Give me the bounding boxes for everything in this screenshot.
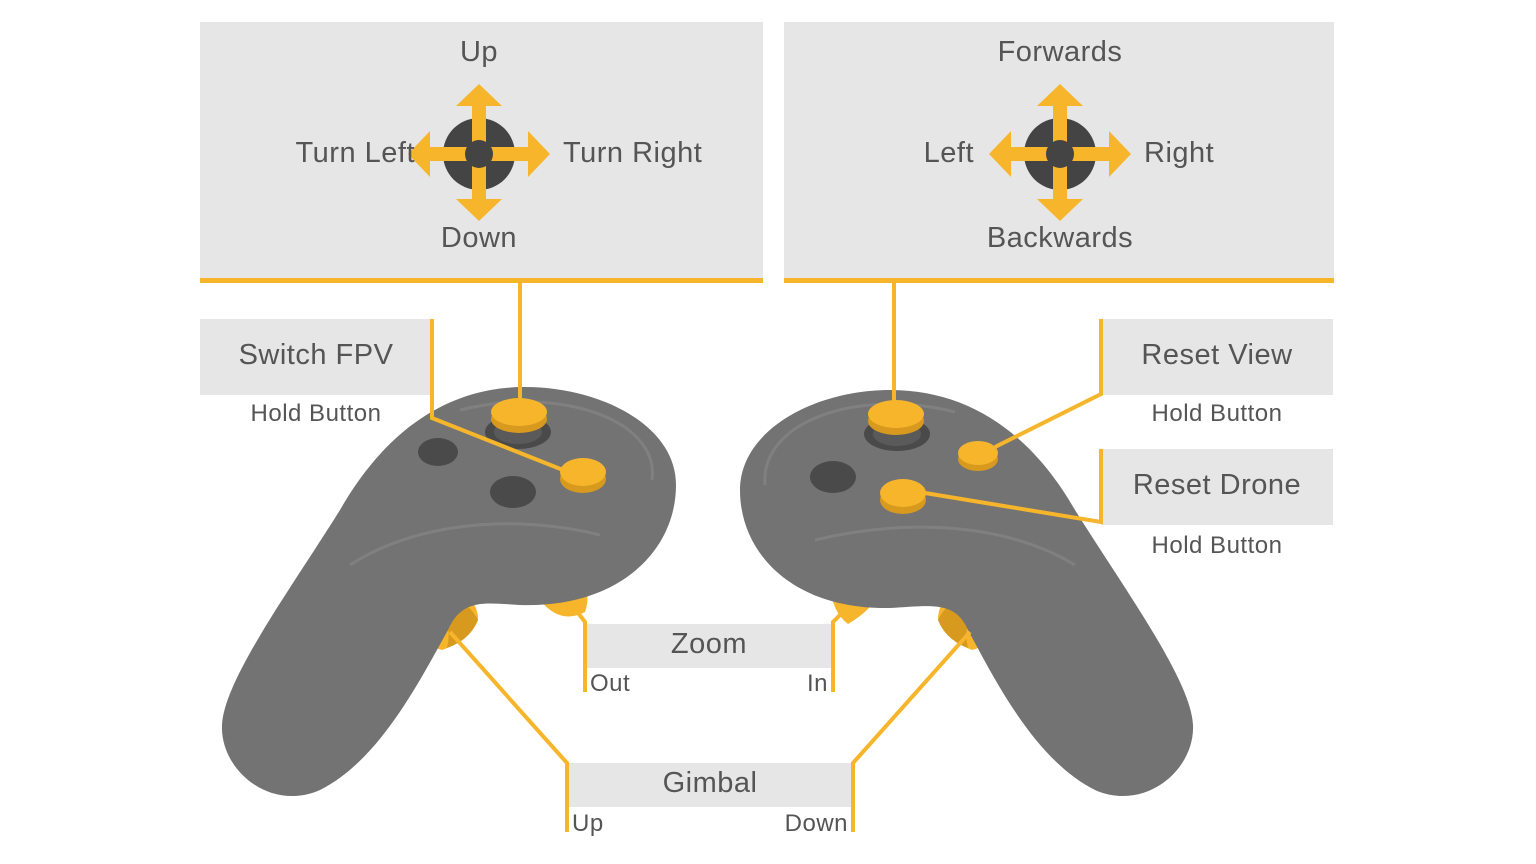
- left-small-button-2: [490, 476, 536, 508]
- switch-fpv-hint: Hold Button: [250, 400, 382, 427]
- zoom-out-leader: [570, 603, 587, 692]
- left-stick-right-label: Turn Right: [563, 137, 703, 169]
- reset-drone-leader: [924, 449, 1103, 525]
- right-stick-left-label: Left: [923, 137, 974, 169]
- reset-drone-label: Reset Drone: [1132, 469, 1302, 501]
- gimbal-box: [567, 763, 853, 807]
- reset-view-hint: Hold Button: [1151, 400, 1283, 427]
- left-controller: [221, 387, 676, 797]
- switch-fpv-button: [560, 458, 606, 486]
- left-direction-icon: [408, 84, 550, 221]
- reset-drone-hint: Hold Button: [1151, 532, 1283, 559]
- left-controller-groove: [349, 522, 601, 567]
- gimbal-up-leader: [448, 630, 569, 832]
- left-stick-left-label: Turn Left: [295, 137, 415, 169]
- gimbal-down-leader: [851, 630, 972, 832]
- gimbal-up-label: Up: [572, 810, 604, 837]
- zoom-out-label: Out: [590, 670, 631, 697]
- zoom-in-label: In: [806, 670, 828, 697]
- right-controller-rim: [763, 402, 956, 486]
- zoom-label: Zoom: [670, 628, 748, 660]
- right-stick-right-label: Right: [1144, 137, 1215, 169]
- switch-fpv-label: Switch FPV: [238, 339, 394, 371]
- right-stick-cap: [868, 400, 924, 428]
- left-stick-up-label: Up: [459, 36, 499, 68]
- zoom-box: [585, 624, 833, 668]
- switch-fpv-box: [200, 319, 432, 395]
- right-direction-icon: [989, 84, 1131, 221]
- reset-view-label: Reset View: [1141, 339, 1293, 371]
- right-controller-groove: [814, 525, 1076, 567]
- right-stick-down-label: Backwards: [986, 222, 1134, 254]
- leader-lines: [430, 280, 1103, 832]
- switch-fpv-leader: [430, 319, 564, 472]
- right-small-button: [810, 461, 856, 493]
- zoom-in-leader: [831, 606, 849, 692]
- right-controller-body: [740, 390, 1194, 797]
- right-stick-panel-underline: [784, 278, 1334, 283]
- left-controller-body: [221, 387, 676, 797]
- reset-view-box: [1101, 319, 1333, 395]
- reset-view-leader: [994, 319, 1103, 449]
- gimbal-down-label: Down: [784, 810, 848, 837]
- left-stick-down-label: Down: [440, 222, 518, 254]
- right-stick-up-label: Forwards: [997, 36, 1123, 68]
- reset-view-button: [958, 441, 998, 465]
- reset-drone-box: [1101, 449, 1333, 525]
- reset-drone-button: [880, 479, 926, 507]
- left-small-button: [418, 438, 458, 466]
- left-stick-cap: [491, 398, 547, 426]
- left-stick-panel-underline: [200, 278, 763, 283]
- right-controller: [740, 390, 1194, 797]
- gimbal-label: Gimbal: [662, 767, 758, 799]
